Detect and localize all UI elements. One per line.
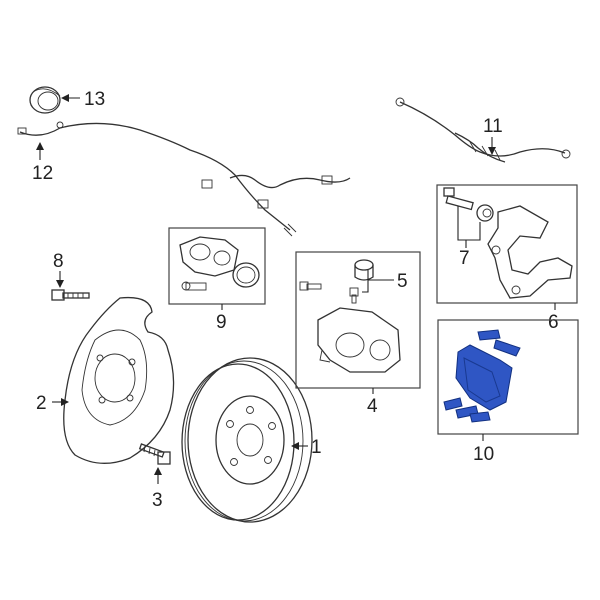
part-10-brake-pads[interactable] xyxy=(443,329,521,423)
part-4-caliper[interactable] xyxy=(299,281,401,373)
callout-1: 1 xyxy=(311,437,322,458)
callout-2: 2 xyxy=(36,393,47,414)
callout-10: 10 xyxy=(473,444,494,465)
part-8-bolt[interactable] xyxy=(51,289,90,301)
part-9-caliper-kit[interactable] xyxy=(179,236,260,291)
part-3-bolt[interactable] xyxy=(138,443,171,465)
part-7-pin-and-boot[interactable] xyxy=(443,187,494,222)
callout-6: 6 xyxy=(548,312,559,333)
callout-7: 7 xyxy=(459,248,470,269)
leader-5 xyxy=(362,270,394,293)
callout-11: 11 xyxy=(483,116,503,137)
callout-4: 4 xyxy=(367,396,378,417)
part-1-brake-rotor[interactable] xyxy=(181,357,313,523)
callout-12: 12 xyxy=(32,163,53,184)
callout-9: 9 xyxy=(216,312,227,333)
part-12-abs-harness[interactable] xyxy=(17,121,351,237)
callout-3: 3 xyxy=(152,490,163,511)
callout-8: 8 xyxy=(53,251,64,272)
part-5-guide-pin-kit[interactable] xyxy=(349,259,374,304)
callout-5: 5 xyxy=(397,271,408,292)
callout-13: 13 xyxy=(84,89,105,110)
group-box-9 xyxy=(168,227,266,305)
part-2-dust-shield[interactable] xyxy=(63,296,175,464)
group-box-10 xyxy=(437,319,579,435)
part-6-caliper-bracket[interactable] xyxy=(487,205,573,299)
group-box-6 xyxy=(436,184,578,304)
group-box-4 xyxy=(295,251,421,389)
leader-7 xyxy=(457,206,481,248)
part-13-seal-ring[interactable] xyxy=(29,86,61,114)
